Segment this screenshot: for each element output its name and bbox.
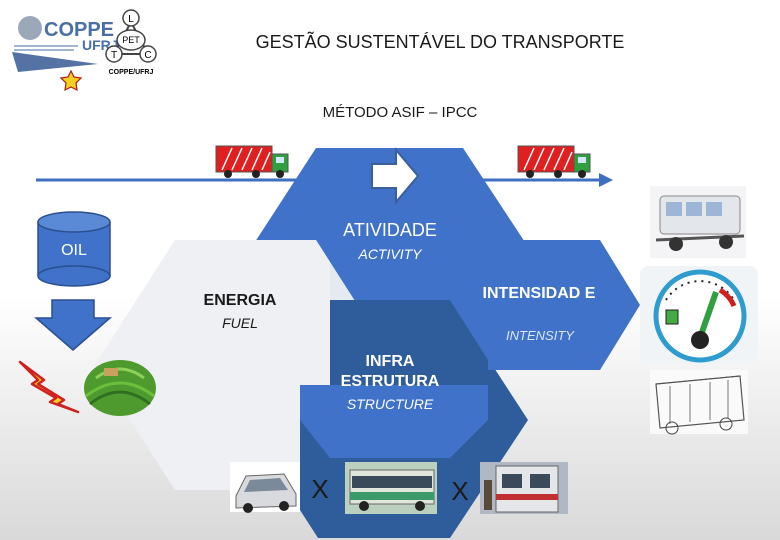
truck-icon-left [216,146,288,178]
oil-label: OIL [50,242,98,260]
structure-sublabel: STRUCTURE [320,396,460,412]
intensity-sublabel: INTENSITY [480,328,600,343]
activity-label: ATIVIDADE [300,220,480,241]
fuel-label: ENERGIA [180,292,300,310]
fuel-sublabel: FUEL [180,315,300,331]
times-symbol-1: X [308,474,332,505]
flow-arrow-right [482,173,613,187]
intensity-label: INTENSIDAD E [480,284,598,303]
bus-photo-image [345,462,437,514]
car-image [230,462,300,513]
crop-field-image [84,360,156,416]
flow-arrow-left [36,173,316,187]
truck-icon-right [518,146,590,178]
fuel-gauge-icon [640,266,758,364]
times-symbol-2: X [448,476,472,507]
bus-sketch-image [650,370,748,434]
bus-chassis-image [650,186,746,258]
structure-label: INFRA ESTRUTURA [325,352,455,392]
activity-sublabel: ACTIVITY [300,246,480,262]
train-photo-image [480,462,568,514]
lightning-icon [20,362,78,412]
down-arrow-icon [36,300,110,350]
